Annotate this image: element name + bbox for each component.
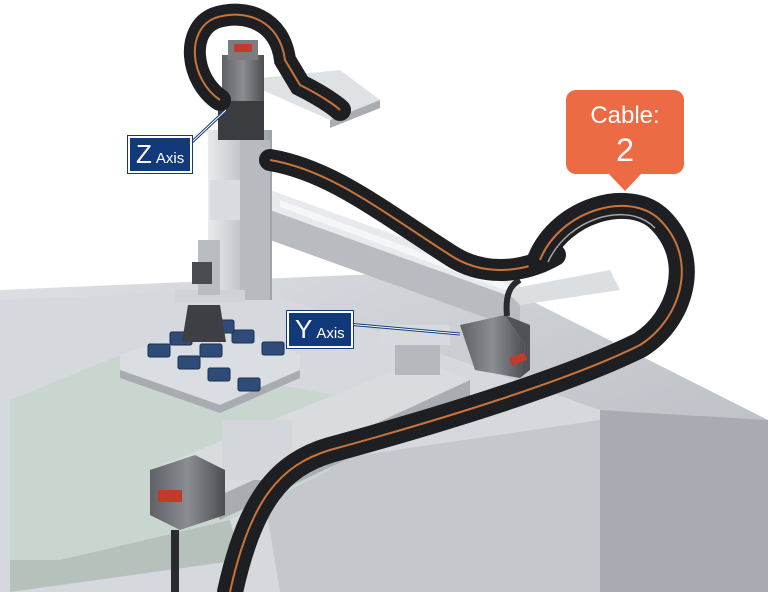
z-axis-word: Axis [155,150,185,167]
cable-callout-count: 2 [616,132,634,168]
cable-chain-x [217,193,695,592]
z-axis-leader-highlight [191,109,227,143]
cable-callout-title: Cable: [590,102,660,129]
y-axis-motor [460,277,530,378]
y-axis-word: Axis [316,325,345,342]
y-axis-letter: Y [295,314,313,344]
y-axis-leader-highlight [346,323,461,335]
z-axis-letter: Z [136,139,152,169]
cable-chain-z [183,3,351,121]
cable-chain-y [259,149,566,281]
vacuum-gripper [175,240,245,342]
cable-callout-pointer [608,173,642,191]
gripper-plate [505,270,620,305]
y-axis-carriage [380,325,450,375]
z-axis-motor [222,40,264,101]
cable-count-callout: Cable: 2 [566,90,684,174]
